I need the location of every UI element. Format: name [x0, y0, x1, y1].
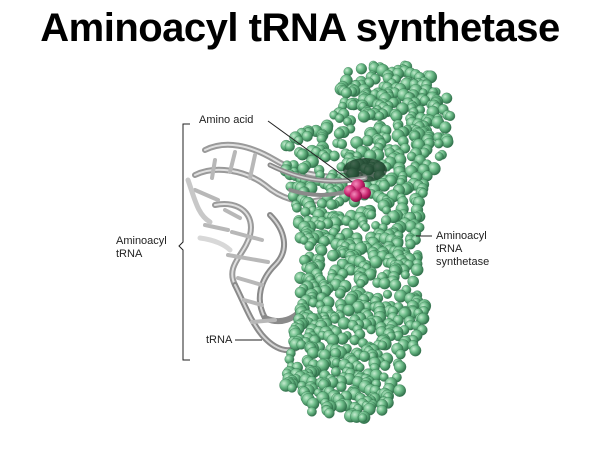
protein-atom	[324, 408, 334, 418]
protein-atom	[411, 264, 423, 276]
protein-atom	[370, 256, 383, 269]
amino-acid-label: Amino acid	[199, 114, 253, 127]
protein-atom	[394, 361, 406, 373]
protein-atom	[367, 210, 376, 219]
protein-atom	[287, 383, 296, 392]
protein-atom	[394, 385, 406, 397]
trna-label: tRNA	[206, 334, 232, 347]
protein-atom	[337, 139, 347, 149]
protein-atom	[434, 139, 443, 148]
protein-atom	[380, 361, 390, 371]
protein-atom	[341, 88, 352, 99]
protein-atom	[377, 405, 388, 416]
aminoacyl-trna-label: Aminoacyl tRNA	[116, 235, 167, 261]
protein-atom	[358, 111, 370, 123]
protein-atom	[401, 271, 410, 280]
protein-atom	[298, 163, 309, 174]
protein-atom	[302, 131, 313, 142]
protein-atom	[356, 363, 365, 372]
protein-atom	[297, 149, 308, 160]
protein-atom	[362, 135, 373, 146]
protein-atom	[442, 136, 454, 148]
protein-atom	[285, 142, 295, 152]
protein-atom	[334, 128, 345, 139]
protein-atom	[359, 351, 370, 362]
protein-atom	[335, 114, 344, 123]
protein-atom	[396, 349, 406, 359]
protein-atom	[390, 279, 402, 291]
protein-atom	[358, 414, 367, 423]
protein-atom	[356, 63, 367, 74]
protein-atom	[367, 325, 376, 334]
protein-atom	[335, 289, 345, 299]
protein-atom	[439, 122, 451, 134]
protein-atom	[305, 242, 314, 251]
protein-atom	[379, 278, 390, 289]
protein-atom	[350, 335, 360, 345]
protein-atom	[301, 207, 311, 217]
protein-atom	[317, 221, 326, 230]
synthetase-protein	[280, 61, 456, 424]
aminoacyl-trna-bracket	[179, 124, 190, 360]
protein-atom	[329, 151, 339, 161]
protein-atom	[375, 112, 384, 121]
protein-atom	[435, 152, 444, 161]
synthetase-label: Aminoacyl tRNA synthetase	[436, 230, 489, 269]
protein-atom	[327, 250, 338, 261]
protein-atom	[408, 276, 419, 287]
protein-atom	[292, 203, 301, 212]
protein-atom	[362, 223, 370, 231]
protein-atom	[326, 199, 337, 210]
protein-atom	[349, 220, 359, 230]
protein-atom	[378, 341, 387, 350]
protein-atom	[445, 111, 455, 121]
protein-atom	[307, 407, 316, 416]
protein-atom	[383, 290, 392, 299]
protein-atom	[410, 345, 421, 356]
